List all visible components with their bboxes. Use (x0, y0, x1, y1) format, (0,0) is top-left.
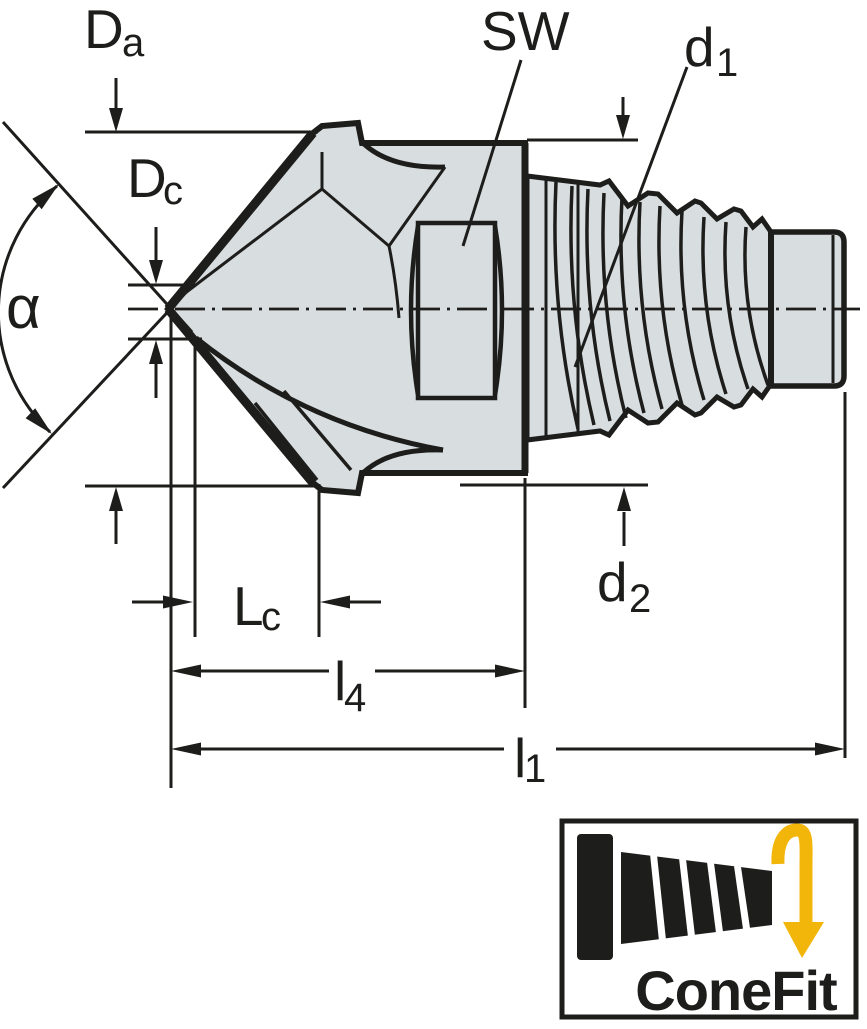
dimension-labels: Da Dc SW α d1 d2 Lc l4 l1 (6, 0, 738, 791)
chip-gullet-curve-bottom (362, 447, 444, 474)
label-alpha: α (6, 274, 41, 341)
conefit-label: ConeFit (635, 959, 837, 1022)
d1-leader-line (573, 66, 689, 368)
label-sw: SW (481, 0, 570, 62)
dimension-l1 (171, 742, 845, 756)
dimension-dc (128, 227, 202, 398)
dimension-alpha (0, 120, 194, 490)
dimension-da (85, 78, 318, 544)
chip-gullet-curve-top (362, 142, 446, 170)
rotation-arrow-icon (771, 823, 824, 958)
dimension-l4 (171, 664, 525, 678)
dimension-d2 (460, 97, 648, 546)
label-d1: d1 (684, 16, 738, 85)
conefit-badge: ConeFit (559, 818, 859, 1022)
label-l4: l4 (334, 650, 366, 720)
cutting-edge-upper (164, 130, 317, 312)
head-inner-lines (175, 142, 447, 482)
label-l1: l1 (514, 727, 546, 791)
label-lc: Lc (233, 575, 281, 639)
label-da: Da (84, 0, 145, 65)
dimension-graphics (0, 59, 847, 788)
flute-curve (194, 336, 444, 453)
label-d2: d2 (597, 551, 651, 621)
thread-flank-lines (553, 181, 770, 430)
label-dc: Dc (127, 147, 183, 213)
conefit-cone-icon (577, 834, 772, 960)
extension-lines (169, 312, 847, 788)
dimension-lc (132, 595, 381, 609)
sw-leader-line (461, 59, 523, 247)
